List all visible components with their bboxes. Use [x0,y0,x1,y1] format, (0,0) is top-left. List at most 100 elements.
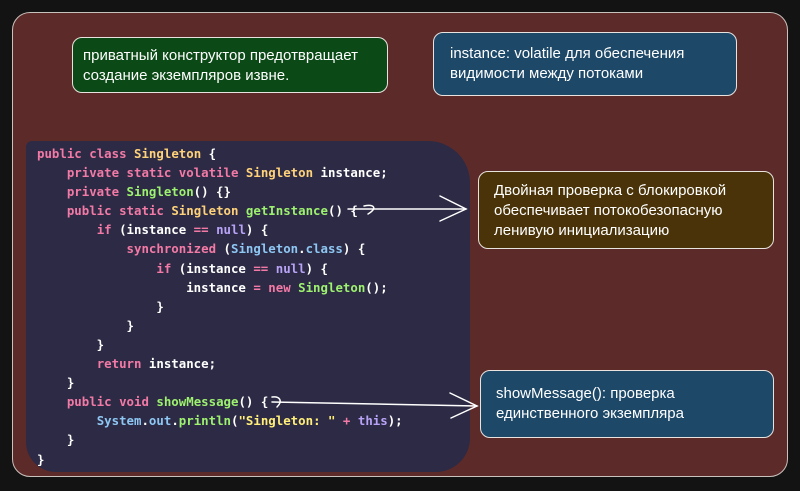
code-token: public [66,203,112,219]
private-constructor-callout: приватный конструктор предотвращает созд… [72,37,388,93]
code-token [112,394,119,409]
code-line: public static Singleton getInstance() { [37,201,403,220]
code-line: private Singleton() {} [37,182,403,201]
code-token [37,413,97,428]
code-token [119,184,126,199]
code-block: public class Singleton { private static … [37,144,403,469]
code-token: println [178,413,231,429]
code-token: ) { [342,241,366,257]
code-token: ( [216,241,231,257]
code-token [37,165,67,180]
code-token: () {} [193,184,231,200]
code-token: private [66,165,120,181]
code-token: () { [327,203,358,219]
code-token: } [37,432,75,448]
code-token [37,241,127,256]
code-line: public class Singleton { [37,144,403,163]
code-token: } [37,336,105,352]
code-token: getInstance [245,203,328,219]
code-token: instance; [141,356,217,372]
code-line: public void showMessage() { [37,392,403,411]
double-checked-locking-callout: Двойная проверка с блокировкой обеспечив… [478,171,774,249]
code-token: return [96,356,142,372]
code-token: System [96,413,142,429]
code-token: null [216,222,246,238]
code-panel [26,141,470,472]
code-line: return instance; [37,354,403,373]
code-token: } [37,375,75,391]
code-token [171,165,178,180]
code-line: } [37,316,403,335]
code-token: instance [37,279,254,295]
code-token: == [253,260,269,276]
code-token [350,413,357,428]
code-token: Singleton [134,146,202,161]
code-token: static [119,203,164,219]
code-token: synchronized [126,241,217,257]
code-token: + [342,413,351,429]
code-token: . [298,241,306,257]
code-token: showMessage [156,394,239,410]
code-token: (instance [171,260,254,276]
code-token: () { [238,394,269,410]
code-token: ); [387,413,403,429]
code-token: out [148,413,172,429]
code-token: Singleton [171,203,239,219]
code-token: ( [231,413,239,429]
code-token [238,203,245,218]
code-token: Singleton [126,184,194,200]
code-token: void [119,394,149,410]
code-token: class [305,241,343,257]
code-token: instance; [313,165,388,181]
code-token: this [357,413,388,429]
code-token [37,394,67,409]
code-token [37,261,156,276]
code-line: } [37,297,403,316]
code-token: { [201,146,217,161]
code-token: = [253,279,261,295]
code-token: private [66,184,120,200]
code-token: Singleton [245,165,314,181]
code-token: } [37,317,134,333]
code-token [37,222,97,237]
code-token [37,184,67,199]
code-token [268,261,275,276]
code-token: Singleton [230,241,299,257]
code-token: static [126,165,172,181]
code-line: } [37,335,403,354]
code-line: if (instance == null) { [37,259,403,278]
code-token [209,222,216,237]
code-token: if [96,222,112,238]
code-line: System.out.println("Singleton: " + this)… [37,411,403,430]
code-token: class [89,146,127,161]
code-token [238,165,245,180]
code-token: . [141,413,149,429]
code-token: Singleton [298,279,366,295]
code-token: if [156,260,172,276]
code-token [37,203,67,218]
code-token [112,203,119,218]
code-token: ) { [305,260,328,276]
code-token [127,146,134,161]
code-line: if (instance == null) { [37,220,403,239]
code-token: "Singleton: " [238,413,336,429]
code-token [335,413,342,428]
code-token [119,165,126,180]
code-line: instance = new Singleton(); [37,278,403,297]
code-line: } [37,430,403,449]
code-token: (instance [111,222,194,238]
code-line: } [37,373,403,392]
code-token: ) { [245,222,269,238]
code-token [37,356,97,371]
code-token: } [37,298,164,314]
volatile-instance-callout: instance: volatile для обеспечения видим… [433,32,737,96]
code-token: (); [365,279,388,295]
code-line: } [37,450,403,469]
code-token: public [37,146,82,161]
code-token: null [275,260,306,276]
code-token: == [193,222,209,238]
code-token: } [37,451,45,467]
show-message-callout: showMessage(): проверка единственного эк… [480,370,774,438]
code-line: private static volatile Singleton instan… [37,163,403,182]
code-token: . [171,413,179,429]
